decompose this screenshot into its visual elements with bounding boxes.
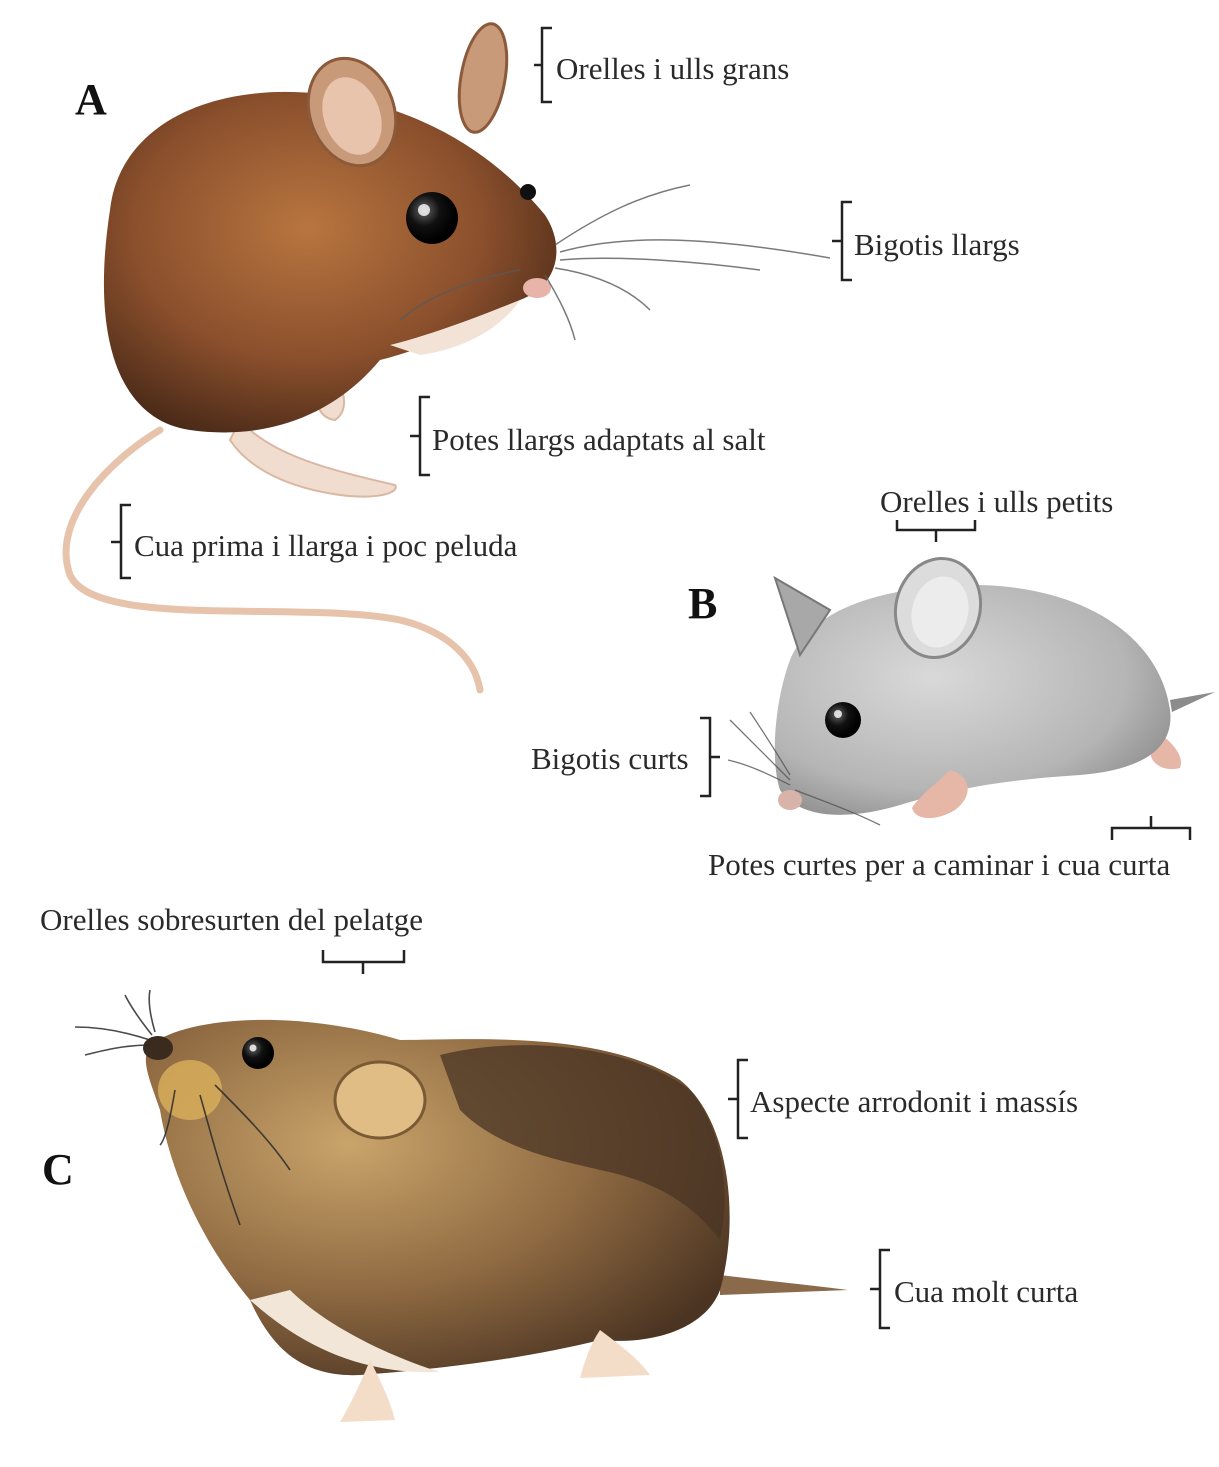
bracket-c-ears xyxy=(323,950,404,974)
mouse-a-hind-leg xyxy=(230,420,396,497)
label-a-whiskers: Bigotis llargs xyxy=(854,229,1020,260)
mouse-c-eye xyxy=(242,1037,274,1069)
label-a-tail: Cua prima i llarga i poc peluda xyxy=(134,530,517,561)
mouse-a-eye-highlight xyxy=(418,204,430,216)
mouse-c-cheek xyxy=(158,1060,222,1120)
label-a-legs: Potes llargs adaptats al salt xyxy=(432,424,765,455)
mouse-b-eye-highlight xyxy=(834,710,842,718)
label-b-legs-tail: Potes curtes per a caminar i cua curta xyxy=(708,849,1170,880)
bracket-a-ears xyxy=(534,28,552,102)
bracket-b-whiskers xyxy=(700,718,720,796)
bracket-c-shape xyxy=(728,1060,748,1138)
mouse-b-nose xyxy=(778,790,802,810)
mouse-c xyxy=(75,990,848,1422)
mouse-a-nose xyxy=(523,278,551,298)
bracket-a-legs xyxy=(410,397,430,475)
label-a-ears-eyes: Orelles i ulls grans xyxy=(556,53,789,84)
mouse-a-eye-far xyxy=(520,184,536,200)
mouse-b xyxy=(728,549,1215,825)
mouse-a-eye xyxy=(406,192,458,244)
mouse-c-ear xyxy=(335,1062,425,1138)
mouse-b-eye xyxy=(825,702,861,738)
bracket-b-ears xyxy=(897,520,975,542)
panel-letter-b: B xyxy=(688,582,717,626)
mouse-a-ear-right xyxy=(452,20,514,136)
mouse-c-eye-highlight xyxy=(250,1045,257,1052)
mouse-b-tail xyxy=(1170,692,1215,712)
mouse-c-tail xyxy=(720,1275,848,1295)
bracket-b-tail xyxy=(1112,816,1190,840)
bracket-c-tail xyxy=(870,1250,890,1328)
panel-letter-a: A xyxy=(75,78,107,122)
bracket-a-tail xyxy=(111,505,131,578)
label-b-ears-eyes: Orelles i ulls petits xyxy=(880,486,1113,517)
panel-letter-c: C xyxy=(42,1148,74,1192)
label-c-ears: Orelles sobresurten del pelatge xyxy=(40,904,423,935)
label-b-whiskers: Bigotis curts xyxy=(531,743,689,774)
bracket-a-whiskers xyxy=(832,202,852,280)
label-c-shape: Aspecte arrodonit i massís xyxy=(750,1086,1078,1117)
label-c-tail: Cua molt curta xyxy=(894,1276,1078,1307)
